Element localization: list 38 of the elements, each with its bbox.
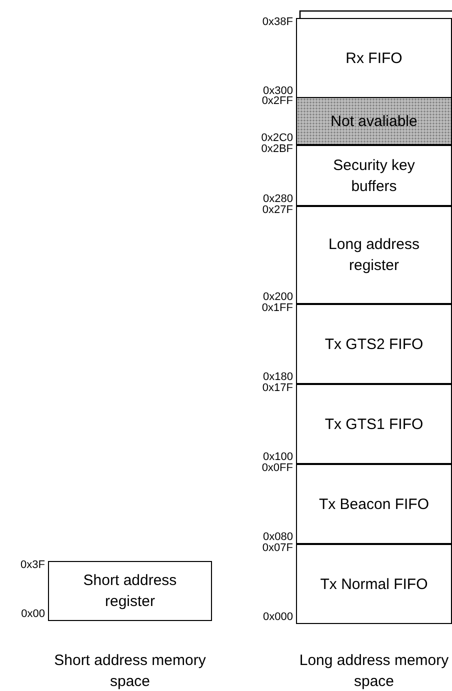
address-label: 0x07F [261,542,293,554]
address-label: 0x00 [20,608,45,620]
memory-block [296,206,452,304]
memory-block [48,561,212,621]
address-label: 0x1FF [260,302,293,314]
memory-block [296,18,452,98]
memory-block [296,464,452,544]
address-label: 0x2BF [260,143,293,155]
reserved-memory-block [296,97,452,145]
block-label: Security key buffers [332,156,416,196]
address-label: 0x3F [20,559,45,571]
memory-block [296,544,452,624]
block-label: Tx GTS2 FIFO [324,334,424,354]
memory-space-caption: Short address memory space [53,651,207,691]
block-label: Tx Beacon FIFO [318,494,430,514]
block-label: Rx FIFO [346,48,402,68]
block-label: Not avaliable [330,112,418,132]
block-label: Tx Normal FIFO [320,574,428,594]
address-label: 0x100 [262,451,293,463]
address-label: 0x200 [262,291,293,303]
address-label: 0x2C0 [260,132,293,144]
memory-block [296,384,452,464]
memory-block [296,304,452,384]
block-label: Short address register [82,571,178,612]
address-label: 0x080 [262,531,293,543]
address-label: 0x000 [262,611,293,623]
address-label: 0x300 [263,85,293,97]
address-label: 0x17F [261,382,293,394]
address-label: 0x280 [262,193,293,205]
memory-block [296,145,452,206]
memory-space-caption: Long address memory space [298,651,450,691]
address-label: 0x38F [261,16,293,28]
block-label: Long address register [328,235,420,276]
address-label: 0x27F [261,204,293,216]
block-label: Tx GTS1 FIFO [324,414,424,434]
address-label: 0x0FF [260,462,293,474]
address-label: 0x2FF [260,95,293,107]
address-label: 0x180 [262,371,293,383]
